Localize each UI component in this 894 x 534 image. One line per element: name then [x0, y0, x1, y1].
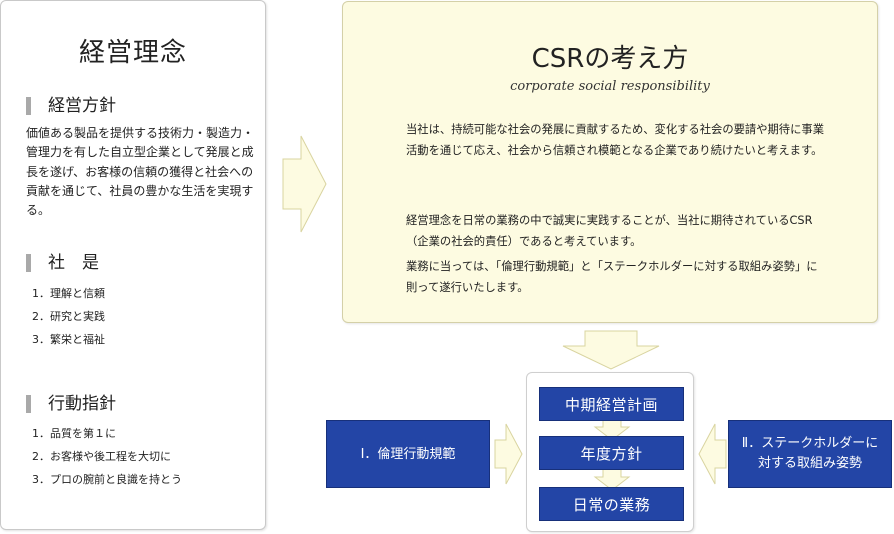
list-item: 2．お客様や後工程を大切に	[32, 450, 171, 463]
csr-subtitle: corporate social responsibility	[510, 79, 710, 94]
list-item: 3．プロの腕前と良識を持とう	[32, 473, 182, 486]
conduct-heading-label: 行動指針	[48, 394, 116, 414]
list-item: 3．繁栄と福祉	[32, 333, 105, 346]
arrow-right-icon	[282, 135, 327, 233]
list-item: 1．理解と信頼	[32, 287, 105, 300]
daily-work-box: 日常の業務	[539, 487, 684, 521]
philosophy-title: 経営理念	[78, 38, 187, 68]
motto-heading: 社 是	[26, 254, 99, 272]
policy-heading-label: 経営方針	[48, 96, 116, 116]
csr-title: CSRの考え方	[531, 44, 689, 74]
list-item: 2．研究と実践	[32, 310, 105, 323]
philosophy-panel	[0, 0, 266, 530]
arrow-down-icon	[593, 468, 631, 491]
annual-policy-box: 年度方針	[539, 436, 684, 470]
csr-panel	[342, 1, 878, 323]
heading-bar-icon	[26, 395, 31, 413]
stakeholder-box: Ⅱ．ステークホルダーに 対する取組み姿勢	[728, 420, 892, 488]
policy-text: 価値ある製品を提供する技術力・製造力・管理力を有した自立型企業として発展と成長を…	[26, 126, 255, 218]
arrow-right-icon	[494, 423, 523, 485]
midterm-plan-box: 中期経営計画	[539, 387, 684, 421]
csr-paragraph: 経営理念を日常の業務の中で誠実に実践することが、当社に期待されているCSR（企業…	[406, 214, 813, 248]
stakeholder-line: 対する取組み姿勢	[757, 456, 862, 471]
csr-paragraph: 当社は、持続可能な社会の発展に貢献するため、変化する社会の要請や期待に事業活動を…	[406, 123, 824, 157]
policy-heading: 経営方針	[26, 97, 116, 115]
motto-heading-label: 社 是	[48, 253, 99, 273]
heading-bar-icon	[26, 254, 31, 272]
ethics-code-box: Ⅰ．倫理行動規範	[326, 420, 490, 488]
list-item: 1．品質を第１に	[32, 427, 116, 440]
heading-bar-icon	[26, 97, 31, 115]
conduct-list: 1．品質を第１に 2．お客様や後工程を大切に 3．プロの腕前と良識を持とう	[32, 422, 182, 491]
arrow-down-icon	[562, 330, 660, 370]
conduct-heading: 行動指針	[26, 395, 116, 413]
motto-list: 1．理解と信頼 2．研究と実践 3．繁栄と福祉	[32, 282, 105, 351]
stakeholder-line: Ⅱ．ステークホルダーに	[741, 436, 879, 451]
csr-paragraph: 業務に当っては、「倫理行動規範」と「ステークホルダーに対する取組み姿勢」に則って…	[406, 260, 818, 294]
arrow-left-icon	[698, 423, 727, 485]
